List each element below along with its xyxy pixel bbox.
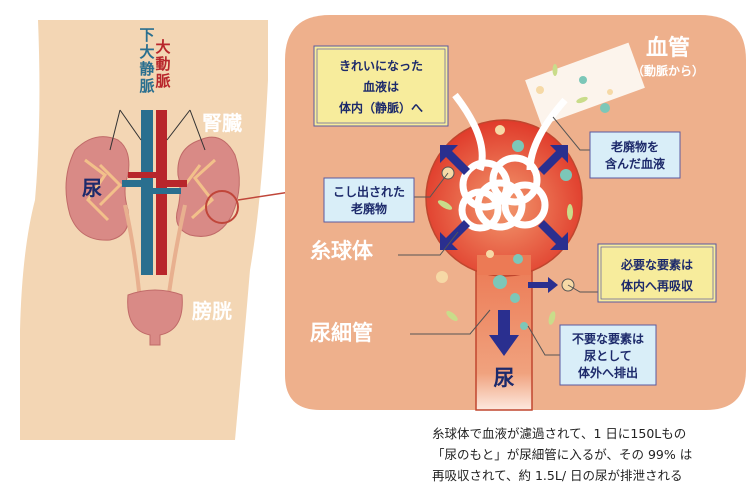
blood-vessel <box>525 42 645 126</box>
body-figure: 下 大 静 脈 大 動 脈 腎臓 尿 膀胱 <box>20 20 291 440</box>
bladder-label: 膀胱 <box>191 299 232 323</box>
excrete-line3: 体外へ排出 <box>578 365 638 380</box>
waste-blood-callout: 老廃物を 含んだ血液 <box>589 131 681 179</box>
reabsorb-line1: 必要な要素は <box>620 257 693 272</box>
urine-label: 尿 <box>494 366 515 390</box>
caption-line3: 再吸収されて、約 1.5L/ 日の尿が排泄される <box>432 468 683 483</box>
kidney-label: 腎臓 <box>202 111 242 135</box>
filtration-arrows <box>440 145 568 356</box>
vena-cava-label-2: 大 <box>139 43 154 61</box>
urine-arrow <box>489 310 519 356</box>
aorta-label-2: 動 <box>155 55 170 73</box>
particles <box>436 64 613 330</box>
filtered-waste-callout: こし出された 老廃物 <box>323 177 415 223</box>
waste-blood-line1: 老廃物を <box>611 139 659 154</box>
caption-line2: 「尿のもと」が尿細管に入るが、その 99% は <box>432 447 692 462</box>
right-kidney <box>176 136 240 237</box>
caption-line1: 糸球体で血液が濾過されて、1 日に150Lもの <box>432 426 686 441</box>
vena-cava-label-1: 下 <box>139 26 154 44</box>
clean-blood-line1: きれいになった <box>339 59 423 73</box>
excrete-line1: 不要な要素は <box>572 331 644 346</box>
vena-cava <box>141 110 153 275</box>
capillary-loops <box>452 92 568 232</box>
reabsorb-callout: 必要な要素は 体内へ再吸収 <box>597 243 717 303</box>
tubule-label: 尿細管 <box>310 321 373 345</box>
bladder <box>127 289 183 346</box>
aorta-label-3: 脈 <box>155 72 170 90</box>
aorta-label-1: 大 <box>155 38 170 56</box>
vena-cava-label-3: 静 <box>139 60 154 78</box>
excrete-line2: 尿として <box>584 348 632 363</box>
blood-vessel-subtitle: （動脈から） <box>632 63 704 78</box>
caption: 糸球体で血液が濾過されて、1 日に150Lもの 「尿のもと」が尿細管に入るが、そ… <box>432 426 692 483</box>
reabsorb-arrow <box>528 277 558 293</box>
nephron-detail-panel: 血管 （動脈から） きれいになった 血液は 体内（静脈）へ 老廃物を 含んだ血液… <box>285 15 746 411</box>
kidney-urine-label: 尿 <box>82 176 102 200</box>
zoom-circle <box>205 190 239 224</box>
filtered-waste-line1: こし出された <box>333 184 405 199</box>
filtered-waste-line2: 老廃物 <box>351 201 387 216</box>
clean-blood-line2: 血液は <box>363 79 399 94</box>
vena-cava-label-4: 脈 <box>139 77 154 95</box>
glomerulus-label: 糸球体 <box>310 239 374 263</box>
excrete-callout: 不要な要素は 尿として 体外へ排出 <box>559 324 657 386</box>
clean-blood-callout: きれいになった 血液は 体内（静脈）へ <box>313 45 449 127</box>
clean-blood-line3: 体内（静脈）へ <box>339 100 423 115</box>
waste-blood-line2: 含んだ血液 <box>605 156 665 171</box>
blood-vessel-title: 血管 <box>646 35 690 61</box>
reabsorb-line2: 体内へ再吸収 <box>621 278 694 293</box>
